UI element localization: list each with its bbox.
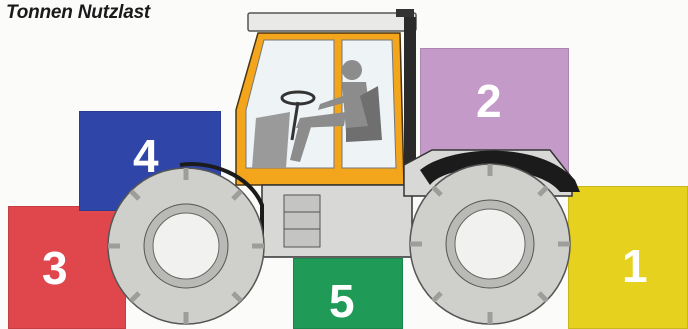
payload-number-2: 2 — [476, 78, 502, 124]
rear-wheel-icon — [108, 168, 264, 324]
payload-number-5: 5 — [329, 278, 355, 324]
payload-number-1: 1 — [622, 243, 648, 289]
front-wheel-icon — [410, 164, 570, 324]
payload-number-4: 4 — [133, 133, 159, 179]
payload-number-3: 3 — [42, 245, 68, 291]
